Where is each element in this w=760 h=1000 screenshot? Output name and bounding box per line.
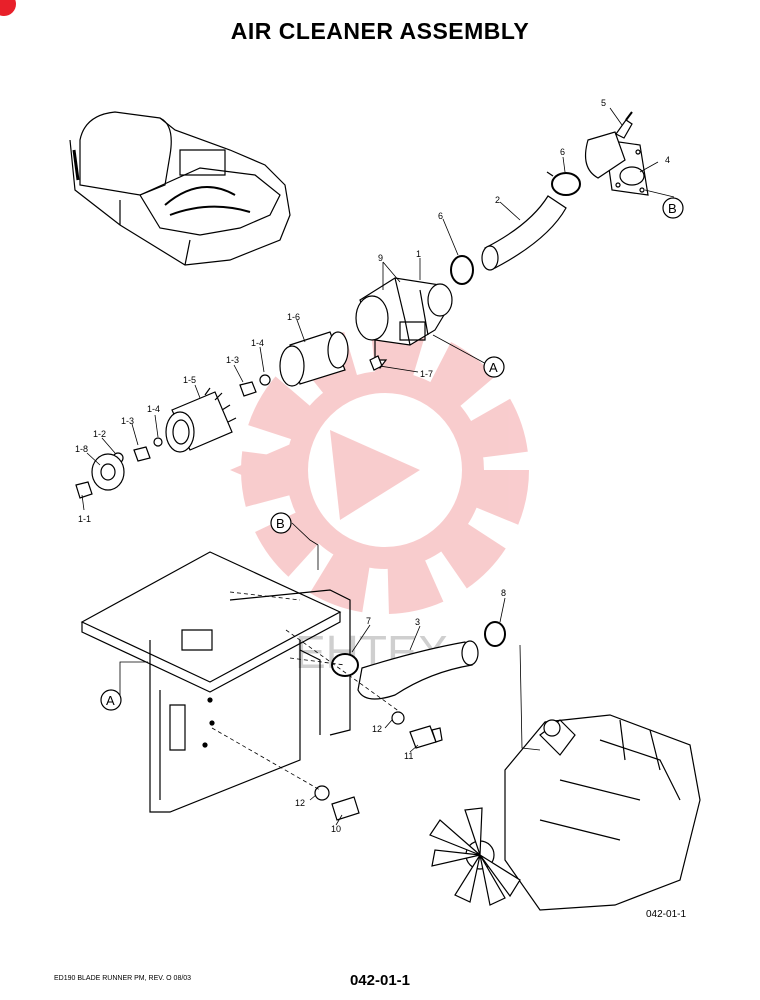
hose-part-2: [482, 196, 566, 270]
part-label-6-lower: 6: [438, 211, 443, 221]
part-label-1-3-lower: 1-3: [121, 416, 134, 426]
part-label-1: 1: [416, 249, 421, 259]
part-label-6-upper: 6: [560, 147, 565, 157]
nut-part-1-4-upper: [260, 375, 270, 385]
primary-element-part-1-5: [166, 388, 236, 452]
part-label-12-lower: 12: [295, 798, 305, 808]
engine-drawing: [505, 715, 700, 910]
figure-id: 042-01-1: [646, 909, 687, 920]
bolt-part-10: [332, 797, 359, 820]
callout-circle-b-upper: [663, 198, 683, 218]
callout-circle-b-lower: [271, 513, 291, 533]
hose-part-3: [358, 641, 478, 699]
machine-frame-drawing: [82, 552, 350, 812]
part-label-2: 2: [495, 195, 500, 205]
clamp-part-7: [332, 654, 358, 676]
part-label-5: 5: [601, 98, 606, 108]
callout-circle-a-lower: [101, 690, 121, 710]
part-label-1-4-lower: 1-4: [147, 404, 160, 414]
wing-nut-part-1-3-lower: [134, 447, 150, 461]
footer-document-info: ED190 BLADE RUNNER PM, REV. O 08/03: [54, 975, 192, 982]
part-label-9: 9: [378, 253, 383, 263]
part-label-7: 7: [366, 616, 371, 626]
clamp-part-6-lower: [451, 256, 473, 284]
part-label-4: 4: [665, 155, 670, 165]
callout-letter-a-upper: A: [489, 360, 498, 375]
part-label-10: 10: [331, 824, 341, 834]
callout-circle-a-upper: [484, 357, 504, 377]
nut-part-1-4-lower: [154, 438, 162, 446]
engine-fan-drawing: [430, 808, 520, 905]
part-label-1-3-upper: 1-3: [226, 355, 239, 365]
callout-letter-b-lower: B: [276, 516, 285, 531]
footer-page-number: 042-01-1: [349, 972, 411, 989]
page-title: AIR CLEANER ASSEMBLY: [230, 18, 530, 44]
part-label-1-6: 1-6: [287, 312, 300, 322]
callout-letter-b-upper: B: [668, 201, 677, 216]
clamp-part-6-upper: [547, 172, 580, 195]
part-label-8: 8: [501, 588, 506, 598]
fitting-part-5: [616, 112, 632, 138]
bolt-part-11: [410, 726, 442, 748]
part-label-11: 11: [404, 751, 413, 761]
wing-nut-part-1-1: [76, 482, 92, 498]
part-label-12-upper: 12: [372, 724, 382, 734]
filter-element-part-1-6: [280, 332, 348, 386]
machine-cab-drawing: [70, 112, 290, 265]
clamp-part-8: [485, 622, 505, 646]
part-label-1-8: 1-8: [75, 444, 88, 454]
watermark-gear-logo: [230, 326, 529, 614]
part-label-1-5: 1-5: [183, 375, 196, 385]
cover-part-1-8: [92, 454, 124, 490]
wing-nut-part-1-3-upper: [240, 382, 256, 396]
washer-part-12-upper: [392, 712, 404, 724]
corner-badge: [0, 0, 16, 16]
leader-lines: [82, 108, 674, 825]
part-label-1-4-upper: 1-4: [251, 338, 264, 348]
part-label-3: 3: [415, 617, 420, 627]
part-label-1-2: 1-2: [93, 429, 106, 439]
part-label-1-1: 1-1: [78, 514, 91, 524]
callout-letter-a-lower: A: [106, 693, 115, 708]
part-label-1-7: 1-7: [420, 369, 433, 379]
intake-flange-part-4: [586, 132, 648, 195]
